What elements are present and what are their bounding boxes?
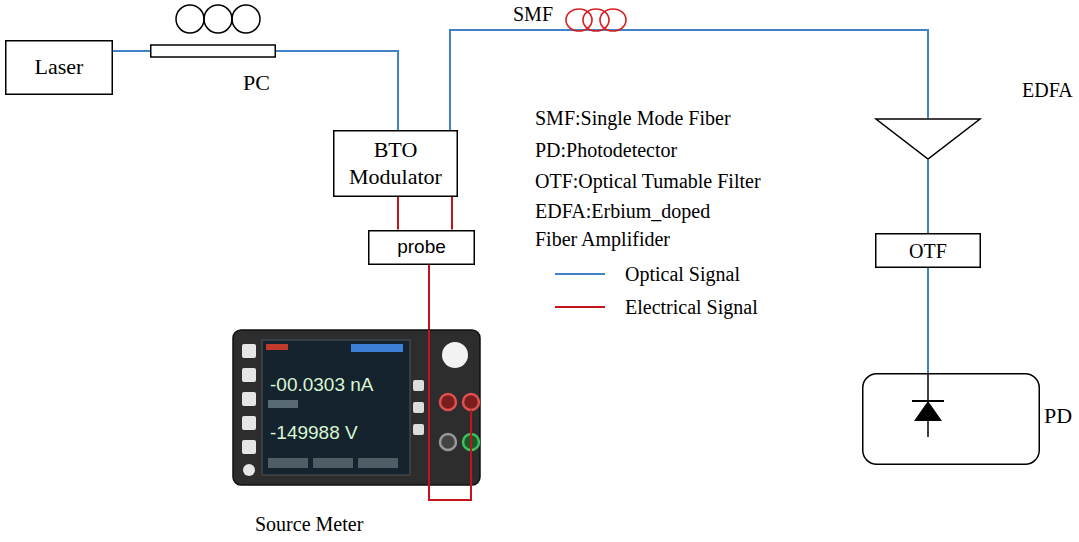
- node-shape: [862, 373, 1040, 465]
- meter-jack: [440, 394, 456, 410]
- meter-button: [413, 424, 424, 435]
- box-outline: [369, 230, 475, 264]
- optical-fiber: [276, 51, 398, 130]
- legend-sample: [555, 295, 605, 319]
- legend-text: Electrical Signal: [625, 296, 758, 319]
- node-label: PD: [1044, 403, 1072, 429]
- screen-tab: [266, 344, 288, 350]
- screen-key: [313, 458, 353, 468]
- fiber-loop: [600, 9, 626, 31]
- legend-sample: [555, 262, 605, 286]
- test-wire: [429, 330, 471, 500]
- node-shape: [150, 4, 276, 60]
- node-shape: [875, 118, 981, 160]
- node-label: Source Meter: [255, 512, 363, 536]
- meter-button: [242, 440, 256, 454]
- fiber-loop: [583, 9, 609, 31]
- screen-key: [358, 458, 398, 468]
- node-label: EDFA: [1022, 78, 1073, 102]
- meter-reading: -00.0303 nA: [270, 372, 374, 399]
- meter-button: [242, 368, 256, 382]
- meter-button: [242, 416, 256, 430]
- screen-key: [268, 458, 308, 468]
- optical-fiber: [113, 50, 150, 52]
- meter-body: [233, 330, 480, 485]
- node-label: probe: [397, 236, 446, 259]
- paddle-circle: [204, 5, 232, 33]
- legend-line: [555, 273, 605, 275]
- power-button: [243, 464, 255, 476]
- screen-tab: [351, 344, 403, 352]
- paddle-circle: [176, 5, 204, 33]
- optical-fiber: [627, 30, 928, 118]
- meter-button: [413, 402, 424, 413]
- electrical-wire: [397, 197, 399, 230]
- box-outline: [876, 234, 981, 268]
- polarization-controller: PC: [150, 4, 276, 60]
- abbreviation-note: PD:Photodetector: [535, 136, 677, 164]
- electrical-wire: [451, 197, 453, 230]
- box-outline: [6, 41, 113, 95]
- screen-key: [268, 400, 298, 408]
- meter-screen: [262, 340, 410, 475]
- node-label: BTO Modulator: [341, 137, 450, 190]
- source-meter: Source Meter: [233, 330, 480, 485]
- controller-base: [151, 45, 276, 57]
- node-shape: [233, 330, 480, 485]
- modulator-box: BTO Modulator: [333, 130, 458, 197]
- node-label: OTF: [909, 239, 947, 263]
- fiber-loop: [566, 9, 592, 31]
- optical-fiber: [927, 160, 929, 233]
- electrical-wire: [428, 265, 430, 331]
- amplifier-triangle: EDFA: [875, 118, 981, 160]
- meter-button: [413, 380, 424, 391]
- node-label: Laser: [35, 54, 84, 80]
- node-shape: [565, 8, 627, 34]
- legend-item: Electrical Signal: [555, 295, 758, 319]
- box-outline: [334, 131, 458, 197]
- meter-button: [242, 344, 256, 358]
- amplifier-outline: [876, 119, 980, 159]
- laser-box: Laser: [5, 40, 113, 95]
- meter-reading: -149988 V: [270, 420, 358, 447]
- filter-box: OTF: [875, 233, 981, 268]
- meter-button: [242, 392, 256, 406]
- optical-fiber: [927, 268, 929, 373]
- meter-jack: [440, 434, 456, 450]
- node-label: SMF: [513, 2, 553, 26]
- diode-triangle: [914, 401, 942, 421]
- abbreviation-note: OTF:Optical Tumable Filter: [535, 167, 761, 195]
- probe-box: probe: [368, 230, 475, 265]
- meter-jack: [463, 394, 479, 410]
- legend-text: Optical Signal: [625, 263, 740, 286]
- legend-line: [555, 306, 605, 308]
- legend-item: Optical Signal: [555, 262, 740, 286]
- paddle-circle: [232, 5, 260, 33]
- photodetector-box: PD: [862, 373, 1040, 465]
- abbreviation-note: EDFA:Erbium_doped Fiber Amplifider: [535, 197, 740, 253]
- fiber-coil: SMF: [565, 8, 627, 34]
- detector-outline: [863, 374, 1040, 465]
- meter-knob: [442, 342, 468, 368]
- abbreviation-note: SMF:Single Mode Fiber: [535, 104, 731, 132]
- node-label: PC: [243, 70, 270, 96]
